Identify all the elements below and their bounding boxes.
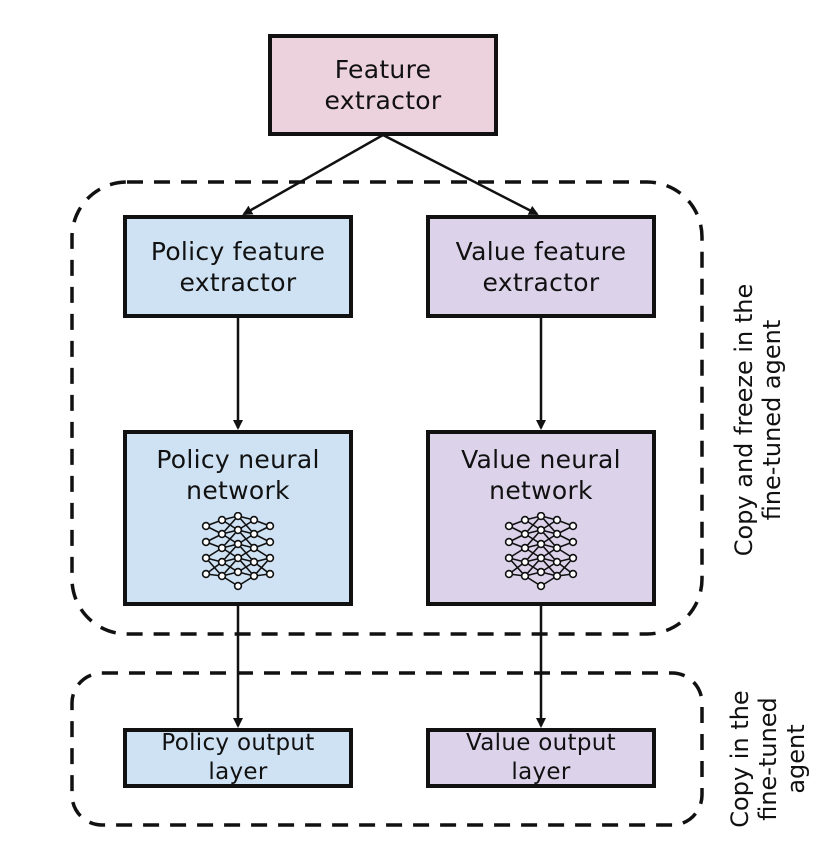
copied-group-region: [70, 671, 704, 827]
copied-group-label-line3: agent: [782, 724, 810, 794]
policy-neural-network-label-line2: network: [186, 476, 290, 505]
copied-group-label-line1: Copy in the: [726, 690, 754, 828]
policy-neural-network-label-line1: Policy neural: [156, 445, 320, 474]
feature-extractor-node: Feature extractor: [268, 34, 498, 136]
value-output-layer-label-line1: Value output: [466, 730, 616, 756]
copied-group-label: Copy in the fine-tuned agent: [726, 689, 814, 829]
policy-output-layer-label-line2: layer: [208, 759, 268, 785]
frozen-group-region: [70, 180, 704, 636]
feature-extractor-label-line1: Feature: [334, 55, 432, 84]
policy-feature-extractor-node: Policy feature extractor: [123, 215, 353, 318]
frozen-group-label-line2: fine-tuned agent: [758, 319, 786, 521]
value-output-layer-label-line2: layer: [511, 759, 571, 785]
value-feature-extractor-label-line2: extractor: [482, 267, 600, 297]
edge-feature-to-policy: [242, 133, 384, 216]
value-output-layer-node: Value output layer: [426, 728, 656, 788]
frozen-group-label-line1: Copy and freeze in the: [730, 283, 758, 557]
value-feature-extractor-node: Value feature extractor: [426, 215, 656, 318]
frozen-group-label: Copy and freeze in the fine-tuned agent: [730, 270, 790, 570]
neural-network-icon: [201, 512, 275, 591]
policy-output-layer-label-line1: Policy output: [161, 730, 315, 756]
value-neural-network-label-line1: Value neural: [461, 445, 621, 474]
policy-output-layer-node: Policy output layer: [123, 728, 353, 788]
value-feature-extractor-label-line1: Value feature: [455, 236, 627, 266]
copied-group-label-line2: fine-tuned: [754, 697, 782, 821]
neural-network-icon: [504, 512, 578, 591]
value-neural-network-label-line2: network: [489, 476, 593, 505]
edge-feature-to-value: [382, 133, 539, 216]
policy-feature-extractor-label-line2: extractor: [179, 267, 297, 297]
policy-feature-extractor-label-line1: Policy feature: [150, 236, 326, 266]
policy-neural-network-node: Policy neural network: [123, 430, 353, 606]
feature-extractor-label-line2: extractor: [324, 86, 442, 115]
value-neural-network-node: Value neural network: [426, 430, 656, 606]
